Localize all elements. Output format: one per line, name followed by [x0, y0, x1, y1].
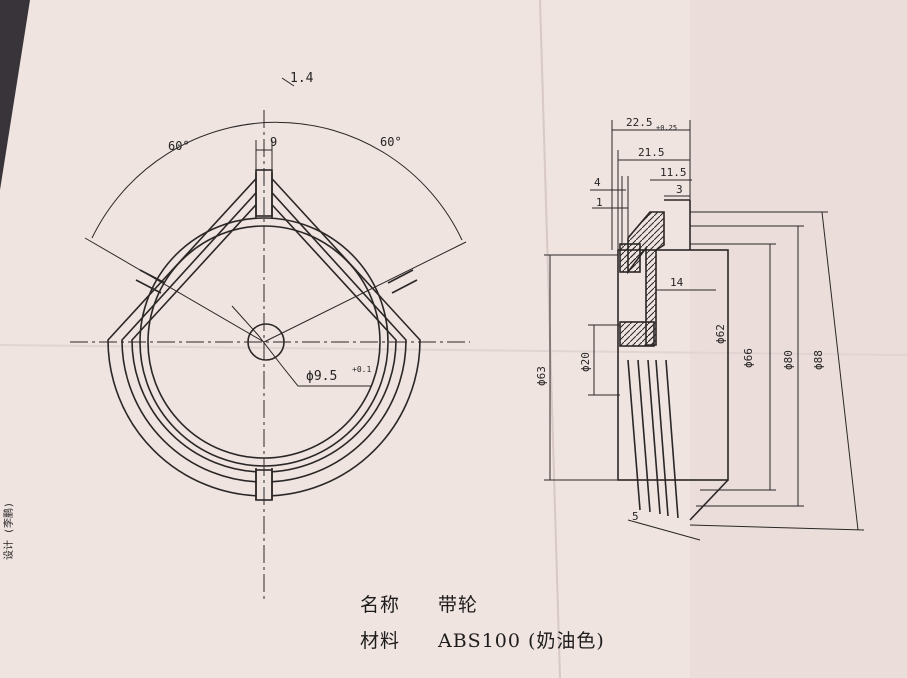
groove-3 [647, 359, 661, 515]
angle-line-left [84, 237, 265, 343]
phi80-label: ϕ80 [782, 350, 795, 370]
dim-21-label: 21.5 [638, 146, 665, 159]
material-label: 材料 [360, 630, 401, 652]
material-value: ABS100 (奶油色) [438, 630, 605, 652]
groove-5 [665, 359, 679, 519]
bore-leader [231, 305, 372, 387]
margin-note: 设计 (李鹏) [2, 502, 15, 560]
name-value: 带轮 [438, 594, 479, 616]
dim-88-line [821, 211, 859, 531]
front-view [70, 77, 470, 600]
groove-4 [655, 359, 669, 517]
outer-profile-1 [107, 168, 421, 497]
bore-tol-label: +0.1 [352, 365, 371, 374]
phi20-label: ϕ20 [579, 352, 592, 372]
dim-88-ext-bottom [689, 524, 865, 531]
dim-1-label: 1 [596, 196, 603, 209]
hub-bottom-slant [689, 479, 729, 521]
phi66-label: ϕ66 [742, 348, 755, 368]
slot-left-2 [135, 279, 162, 294]
groove-2 [637, 359, 651, 513]
front-view-labels: 1.4 60° 60° 9 ϕ9.5 +0.1 [168, 71, 402, 384]
phi62-label: ϕ62 [714, 324, 727, 344]
caption-material-row: 材料 ABS100 (奶油色) [360, 626, 605, 653]
paper-fold-line-2 [0, 344, 907, 356]
section-view [544, 120, 865, 541]
angle-label-left: 60° [168, 139, 190, 153]
angle-arc [91, 121, 463, 241]
dim-22-tol: +0.25 [656, 124, 677, 132]
slot-right-1 [387, 269, 414, 284]
surface-mark [281, 77, 295, 87]
background-dark-corner [0, 0, 30, 190]
outer-profile-3 [131, 194, 397, 473]
angle-label-right: 60° [380, 135, 402, 149]
name-label: 名称 [360, 594, 401, 616]
outer-profile-2 [121, 182, 407, 483]
dim-4-label: 4 [594, 176, 601, 189]
dim-3-label: 3 [676, 183, 683, 196]
surface-finish-label: 1.4 [290, 71, 314, 86]
phi88-label: ϕ88 [812, 350, 825, 370]
section-view-labels: 22.5 +0.25 21.5 11.5 3 4 1 14 5 ϕ63 ϕ20 … [535, 116, 825, 523]
dim-11-label: 11.5 [660, 166, 687, 179]
slot-width-label: 9 [270, 135, 277, 149]
groove-1 [627, 359, 641, 511]
bore-dim-label: ϕ9.5 [306, 369, 337, 384]
dim-5-label: 5 [632, 510, 639, 523]
angle-line-right [263, 241, 467, 343]
hatched-hub [619, 321, 655, 347]
hatched-top [619, 243, 641, 273]
dim-22-label: 22.5 [626, 116, 653, 129]
phi63-label: ϕ63 [535, 366, 548, 386]
dim-5-line [627, 519, 701, 541]
slot-right-2 [391, 279, 418, 294]
caption-name-row: 名称 带轮 [360, 590, 478, 617]
dim-14-label: 14 [670, 276, 684, 289]
